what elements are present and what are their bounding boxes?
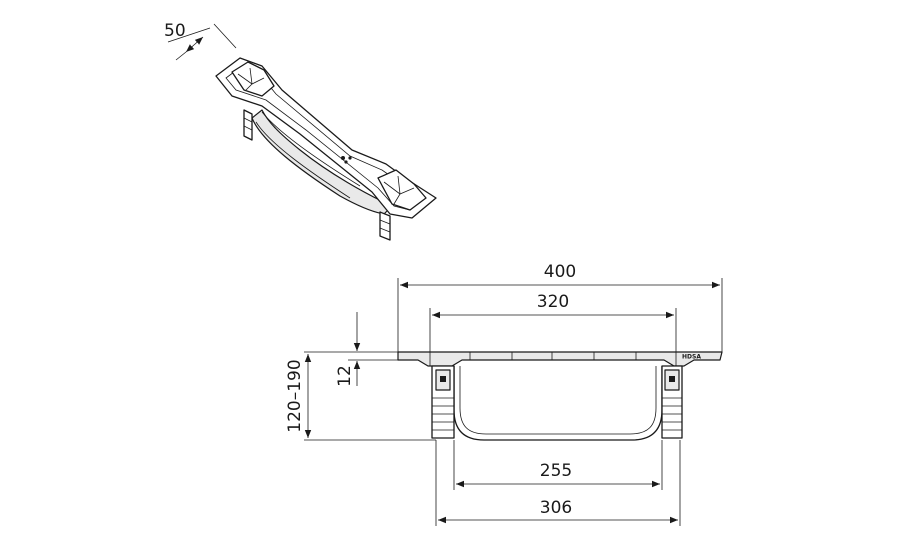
dimension-label-400: 400 xyxy=(544,262,576,282)
dimension-label-255: 255 xyxy=(540,461,572,481)
iso-foot-left xyxy=(243,109,253,141)
iso-foot-right xyxy=(379,211,391,241)
dimension-label-120-190: 120–190 xyxy=(285,359,305,432)
logo-mark: HDSA xyxy=(682,354,701,361)
dimension-inner-length: 320 xyxy=(429,292,677,352)
dimension-bottom-inner: 255 xyxy=(453,440,663,490)
dimension-overall-length: 400 xyxy=(397,262,723,352)
dimension-label-12: 12 xyxy=(335,365,355,387)
dimension-bottom-outer: 306 xyxy=(435,440,681,526)
dimension-grating-thickness: 12 xyxy=(335,312,398,387)
dimension-width-top: 50 xyxy=(164,21,237,61)
iso-center-mark xyxy=(341,156,345,160)
dimension-label-320: 320 xyxy=(537,292,569,312)
side-trough xyxy=(453,366,663,441)
dimension-label-306: 306 xyxy=(540,498,572,518)
side-foot-right xyxy=(661,365,683,439)
side-view: HDSA xyxy=(285,262,723,526)
iso-end-cell-right xyxy=(377,169,427,211)
dimension-height-range: 120–190 xyxy=(285,351,436,441)
side-foot-left xyxy=(431,365,455,439)
isometric-view: 50 xyxy=(164,21,437,241)
side-grating-top xyxy=(397,351,723,367)
iso-end-cell-left xyxy=(231,61,275,97)
dimension-label-50: 50 xyxy=(164,21,186,41)
